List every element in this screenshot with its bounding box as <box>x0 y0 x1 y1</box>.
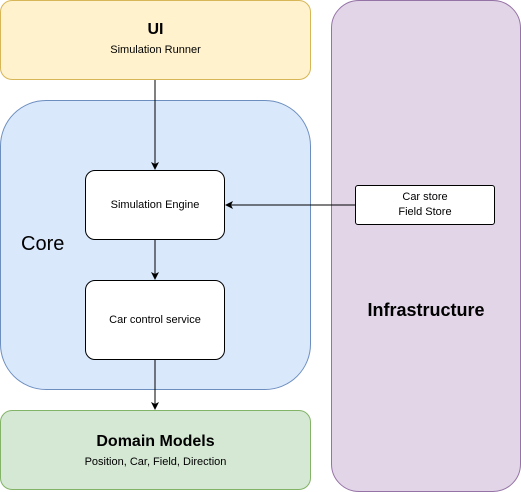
core-layer-title: Core <box>21 233 65 255</box>
stores-node: Car store Field Store <box>355 185 495 225</box>
infrastructure-layer-box: Infrastructure <box>331 0 521 492</box>
field-store-label: Field Store <box>398 206 452 218</box>
car-store-label: Car store <box>402 191 448 203</box>
simulation-engine-node: Simulation Engine <box>85 170 225 240</box>
domain-layer-box: Domain Models Position, Car, Field, Dire… <box>0 410 311 490</box>
ui-layer-box: UI Simulation Runner <box>0 0 311 80</box>
domain-layer-subtitle: Position, Car, Field, Direction <box>84 456 227 468</box>
car-control-service-node: Car control service <box>85 280 225 360</box>
domain-layer-title: Domain Models <box>96 433 215 450</box>
ui-layer-subtitle: Simulation Runner <box>110 44 201 56</box>
simulation-engine-label: Simulation Engine <box>110 199 200 211</box>
car-control-service-label: Car control service <box>109 314 201 326</box>
ui-layer-title: UI <box>147 21 164 38</box>
infrastructure-layer-title: Infrastructure <box>367 300 485 320</box>
